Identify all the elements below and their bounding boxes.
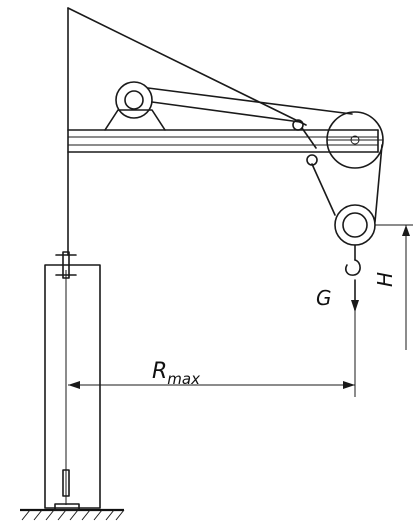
height-label: H [373, 272, 397, 287]
guide-link [301, 127, 317, 149]
winch-drum-inner [124, 90, 144, 110]
tie-rod [67, 7, 307, 126]
rope-to-block-right [374, 144, 383, 223]
base-plate [54, 503, 80, 511]
hook-pulley-outer [334, 204, 376, 246]
hook [345, 244, 361, 276]
reach-arrow-left [68, 381, 80, 389]
column-body [44, 264, 101, 509]
upper-bearing [62, 251, 70, 279]
jib-sheave [326, 111, 384, 169]
rope-to-block-left [311, 163, 336, 216]
height-arrow-head [402, 225, 410, 236]
load-label: G [316, 286, 332, 310]
reach-dimension [68, 280, 356, 397]
winch-bracket [104, 109, 166, 131]
winch [104, 81, 166, 131]
guide-rollers [292, 119, 318, 166]
ground-hatching [21, 509, 125, 521]
reach-arrow-right [343, 381, 355, 389]
guide-roller-top [292, 119, 304, 131]
lower-bearing [62, 469, 70, 497]
ground [20, 503, 125, 521]
winch-drum-outer [115, 81, 153, 119]
reach-label-main: R [152, 359, 167, 384]
hook-pulley-inner [342, 212, 368, 238]
rope-lower [151, 101, 301, 123]
rope-upper [147, 87, 353, 115]
jib-beam [67, 129, 379, 153]
reach-label-subscript: max [167, 370, 200, 388]
height-dimension [375, 224, 413, 350]
column [44, 251, 101, 509]
reach-label: Rmax [152, 359, 200, 388]
hook-block [334, 204, 376, 246]
hook-curve [345, 259, 361, 276]
